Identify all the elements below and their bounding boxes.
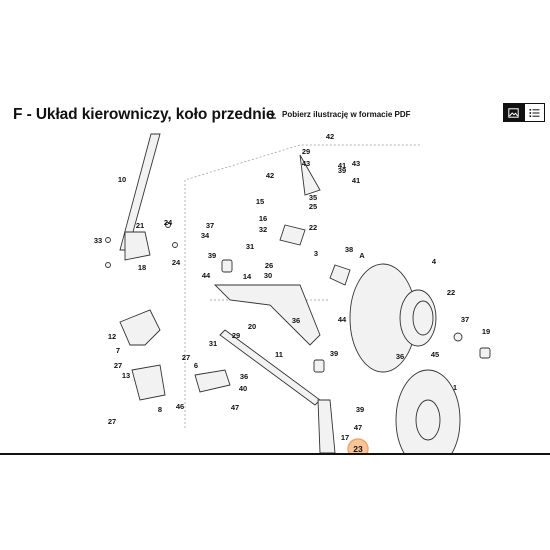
- download-pdf-label: Pobierz ilustrację w formacie PDF: [282, 110, 411, 119]
- part-label[interactable]: A: [359, 251, 365, 260]
- part-label[interactable]: 36: [396, 352, 404, 361]
- part-label[interactable]: 38: [345, 245, 353, 254]
- part-label[interactable]: 40: [239, 384, 247, 393]
- part-label[interactable]: 19: [482, 327, 490, 336]
- part-label[interactable]: 20: [248, 322, 256, 331]
- part-label[interactable]: 35: [309, 193, 317, 202]
- part-label-selected[interactable]: 23: [353, 444, 363, 454]
- part-label[interactable]: 34: [201, 231, 210, 240]
- page-title: F - Układ kierowniczy, koło przednie: [13, 106, 275, 123]
- part-label[interactable]: 27: [114, 361, 122, 370]
- part-label[interactable]: 16: [259, 214, 267, 223]
- bottom-divider: [0, 453, 550, 455]
- part-label[interactable]: 22: [309, 223, 317, 232]
- part-label[interactable]: 31: [209, 339, 217, 348]
- part-label[interactable]: 24: [172, 258, 181, 267]
- part-label[interactable]: 6: [194, 361, 198, 370]
- download-pdf-link[interactable]: Pobierz ilustrację w formacie PDF: [268, 110, 410, 119]
- part-label[interactable]: 10: [118, 175, 126, 184]
- list-view-icon: [529, 108, 540, 117]
- part-label[interactable]: 18: [138, 263, 146, 272]
- part-label[interactable]: 22: [447, 288, 455, 297]
- part-label[interactable]: 39: [208, 251, 216, 260]
- page-header: F - Układ kierowniczy, koło przednie Pob…: [0, 0, 550, 128]
- part-label[interactable]: 44: [338, 315, 347, 324]
- part-label[interactable]: 24: [164, 218, 173, 227]
- part-label[interactable]: 32: [259, 225, 267, 234]
- part-label[interactable]: 33: [94, 236, 102, 245]
- part-label[interactable]: 42: [326, 132, 334, 141]
- part-label[interactable]: 41: [338, 161, 346, 170]
- parts-shapes: [105, 133, 491, 454]
- part-label[interactable]: 21: [136, 221, 144, 230]
- part-label[interactable]: 30: [264, 271, 272, 280]
- part-label[interactable]: 37: [206, 221, 214, 230]
- part-label[interactable]: 29: [232, 331, 240, 340]
- selected-part-highlight: [347, 438, 369, 454]
- part-label[interactable]: 29: [302, 147, 310, 156]
- part-label[interactable]: 39: [330, 349, 338, 358]
- image-view-icon: [508, 107, 519, 118]
- part-label[interactable]: 12: [108, 332, 116, 341]
- part-label[interactable]: 1: [453, 383, 457, 392]
- part-label[interactable]: 36: [292, 316, 300, 325]
- part-label[interactable]: 44: [202, 271, 211, 280]
- part-label[interactable]: 8: [158, 405, 162, 414]
- list-view-button[interactable]: [524, 103, 545, 122]
- part-label[interactable]: 31: [246, 242, 254, 251]
- part-label[interactable]: 39: [356, 405, 364, 414]
- part-label[interactable]: 46: [176, 402, 184, 411]
- part-label[interactable]: 25: [309, 202, 317, 211]
- part-label[interactable]: 45: [431, 350, 439, 359]
- part-label[interactable]: 36: [240, 372, 248, 381]
- part-label[interactable]: 27: [108, 417, 116, 426]
- part-label[interactable]: 14: [243, 272, 252, 281]
- part-label[interactable]: 15: [256, 197, 264, 206]
- part-label[interactable]: 7: [116, 346, 120, 355]
- part-label[interactable]: 4: [432, 257, 437, 266]
- download-icon: [268, 110, 277, 119]
- part-label[interactable]: 13: [122, 371, 130, 380]
- part-label[interactable]: 47: [354, 423, 362, 432]
- part-label[interactable]: 11: [275, 350, 283, 359]
- image-view-button[interactable]: [503, 103, 524, 122]
- part-label[interactable]: 41: [352, 176, 360, 185]
- part-label[interactable]: 17: [341, 433, 349, 442]
- part-label[interactable]: 3: [314, 249, 318, 258]
- view-toggle: [503, 103, 545, 122]
- part-label[interactable]: 37: [461, 315, 469, 324]
- part-label[interactable]: 47: [231, 403, 239, 412]
- part-label[interactable]: 26: [265, 261, 273, 270]
- part-label[interactable]: 43: [352, 159, 360, 168]
- part-label[interactable]: 43: [302, 159, 310, 168]
- part-label[interactable]: 42: [266, 171, 274, 180]
- part-label[interactable]: 27: [182, 353, 190, 362]
- part-label[interactable]: 39: [338, 166, 346, 175]
